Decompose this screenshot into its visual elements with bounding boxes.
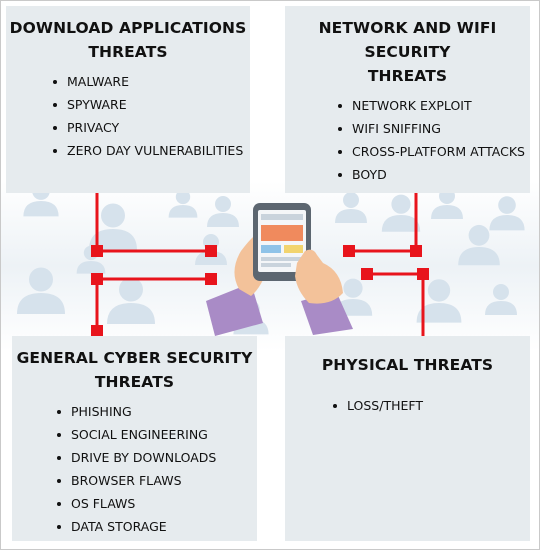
connector-node — [91, 273, 103, 285]
list-item: LOSS/THEFT — [333, 394, 530, 417]
connector-node — [410, 245, 422, 257]
list-item: SOCIAL ENGINEERING — [57, 423, 257, 446]
threat-list: LOSS/THEFT — [333, 394, 530, 417]
threat-list: MALWARE SPYWARE PRIVACY ZERO DAY VULNERA… — [53, 70, 250, 162]
physical-threats-panel: PHYSICAL THREATS LOSS/THEFT — [285, 336, 530, 541]
list-item: DRIVE BY DOWNLOADS — [57, 446, 257, 469]
connector-node — [417, 268, 429, 280]
list-item: OS FLAWS — [57, 492, 257, 515]
connector-node — [361, 268, 373, 280]
list-item: NETWORK EXPLOIT — [338, 94, 530, 117]
list-item: PHISHING — [57, 400, 257, 423]
list-item: ZERO DAY VULNERABILITIES — [53, 139, 250, 162]
list-item: WIFI SNIFFING — [338, 117, 530, 140]
list-item: BROWSER FLAWS — [57, 469, 257, 492]
list-item: DATA STORAGE — [57, 515, 257, 538]
list-item: SPYWARE — [53, 93, 250, 116]
threat-list: PHISHING SOCIAL ENGINEERING DRIVE BY DOW… — [57, 400, 257, 538]
connector-node — [205, 273, 217, 285]
connector-node — [91, 245, 103, 257]
connector-node — [205, 245, 217, 257]
right-hand-icon — [295, 249, 343, 304]
list-item: MALWARE — [53, 70, 250, 93]
list-item: PRIVACY — [53, 116, 250, 139]
threat-list: NETWORK EXPLOIT WIFI SNIFFING CROSS-PLAT… — [338, 94, 530, 186]
panel-title: PHYSICAL THREATS — [321, 356, 494, 374]
smartphone-icon — [253, 203, 311, 281]
left-sleeve — [206, 283, 263, 336]
connector-node — [343, 245, 355, 257]
list-item: BOYD — [338, 163, 530, 186]
hands-holding-phone — [206, 203, 353, 336]
connector-node — [91, 325, 103, 337]
list-item: CROSS-PLATFORM ATTACKS — [338, 140, 530, 163]
